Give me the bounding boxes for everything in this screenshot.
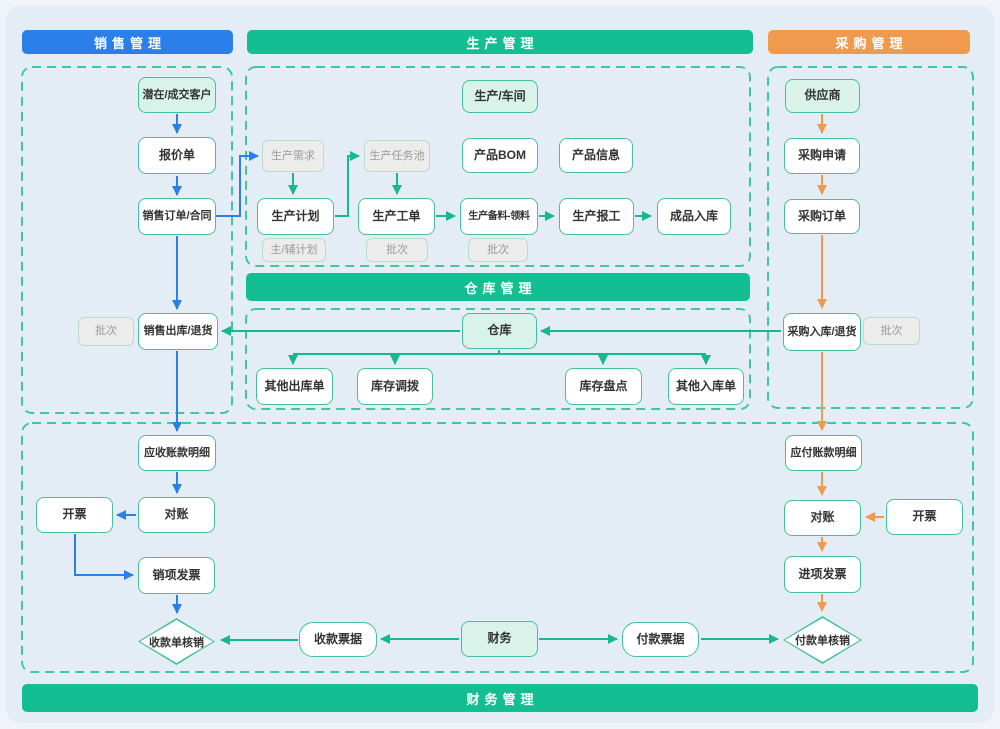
tag-sales-batch: 批次: [78, 317, 134, 346]
node-payment-writeoff: 付款单核销: [783, 616, 862, 664]
node-production-report: 生产报工: [559, 198, 634, 235]
tag-main-aux-plan: 主/辅计划: [262, 238, 326, 262]
node-stock-transfer: 库存调拨: [357, 368, 433, 405]
node-purchase-request: 采购申请: [784, 138, 860, 174]
header-finance-management: 财务管理: [22, 684, 978, 712]
node-production-work-order: 生产工单: [358, 198, 435, 235]
node-stock-check: 库存盘点: [565, 368, 642, 405]
tag-work-order-batch: 批次: [366, 238, 428, 262]
tag-purchase-batch: 批次: [863, 317, 920, 345]
node-purchase-inbound: 采购入库/退货: [783, 313, 861, 351]
node-sales-outbound: 销售出库/退货: [138, 313, 218, 350]
node-payable-detail: 应付账款明细: [785, 435, 862, 471]
node-finished-inbound: 成品入库: [657, 198, 731, 235]
node-warehouse: 仓库: [462, 313, 537, 349]
node-product-info: 产品信息: [559, 138, 633, 173]
node-reconcile-right: 对账: [784, 500, 861, 536]
tag-material-batch: 批次: [468, 238, 528, 262]
node-invoice-right: 开票: [886, 499, 963, 535]
node-product-bom: 产品BOM: [462, 138, 538, 173]
node-purchase-order: 采购订单: [784, 199, 860, 234]
tag-production-task-pool: 生产任务池: [364, 140, 430, 172]
node-potential-customer: 潜在/成交客户: [138, 77, 216, 113]
node-payment-bill: 付款票据: [622, 622, 699, 657]
node-receipt-bill: 收款票据: [299, 622, 377, 657]
node-input-invoice: 进项发票: [784, 556, 861, 593]
node-receipt-writeoff: 收款单核销: [138, 618, 215, 665]
diamond-label: 付款单核销: [795, 635, 850, 647]
node-production-workshop: 生产/车间: [462, 80, 538, 113]
header-warehouse-management: 仓库管理: [246, 273, 750, 301]
header-production-management: 生产管理: [247, 30, 753, 54]
node-invoice-left: 开票: [36, 497, 113, 533]
node-finance: 财务: [461, 621, 538, 657]
node-other-outbound: 其他出库单: [256, 368, 333, 405]
tag-production-demand: 生产需求: [262, 140, 324, 172]
node-sales-invoice: 销项发票: [138, 557, 215, 594]
node-receivable-detail: 应收账款明细: [138, 435, 216, 471]
diamond-label: 收款单核销: [149, 636, 204, 649]
node-quotation: 报价单: [138, 137, 216, 174]
node-sales-order: 销售订单/合同: [138, 198, 216, 235]
node-other-inbound: 其他入库单: [668, 368, 744, 405]
node-production-material: 生产备料-领料: [460, 198, 538, 235]
node-reconcile-left: 对账: [138, 497, 215, 533]
header-purchase-management: 采购管理: [768, 30, 970, 54]
node-supplier: 供应商: [785, 79, 860, 113]
header-sales-management: 销售管理: [22, 30, 233, 54]
node-production-plan: 生产计划: [257, 198, 334, 235]
